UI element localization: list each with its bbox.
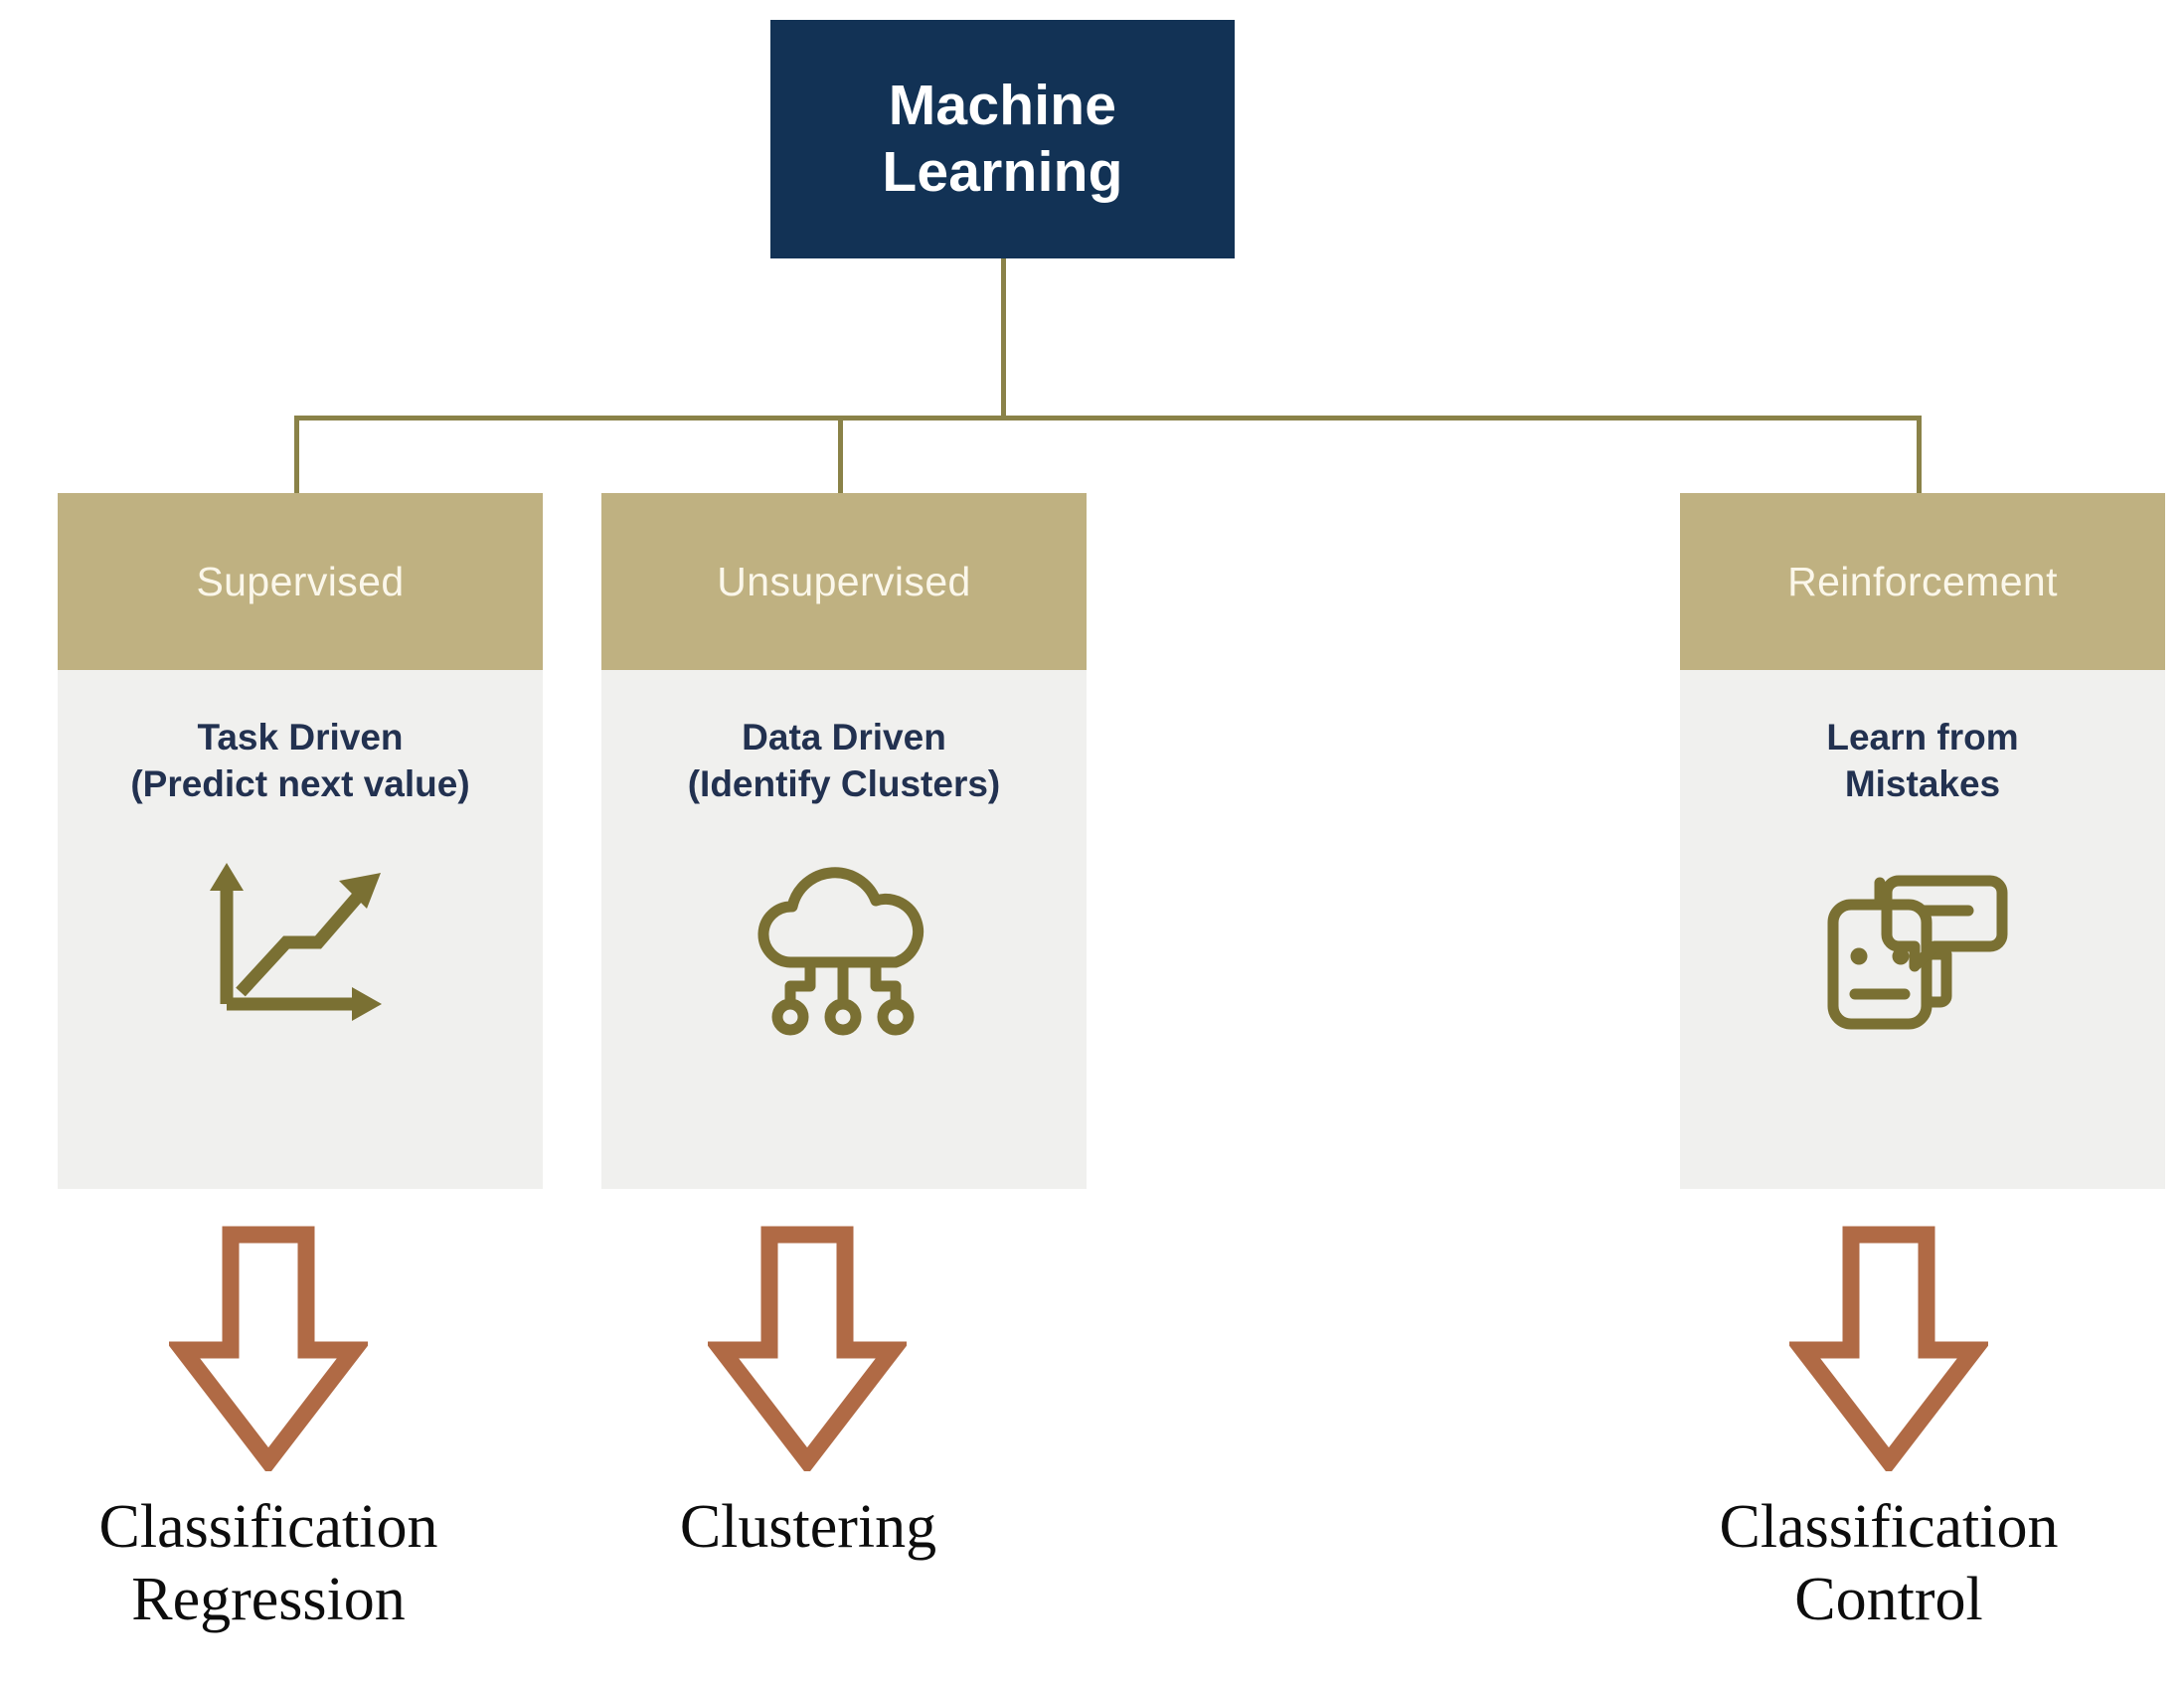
branch-header-supervised: Supervised	[58, 493, 543, 670]
down-arrow-icon-supervised	[169, 1225, 368, 1471]
branch-card-supervised: Supervised Task Driven (Predict next val…	[58, 493, 543, 1189]
branch-header-label: Supervised	[196, 558, 405, 604]
branch-header-label: Reinforcement	[1787, 558, 2058, 604]
connector-horizontal-bus	[294, 416, 1922, 421]
branch-header-reinforcement: Reinforcement	[1680, 493, 2165, 670]
branch-card-reinforcement: Reinforcement Learn from Mistakes	[1680, 493, 2165, 1189]
branch-card-unsupervised: Unsupervised Data Driven (Identify Clust…	[601, 493, 1087, 1189]
branch-body-unsupervised: Data Driven (Identify Clusters)	[601, 670, 1087, 1189]
branch-body-reinforcement: Learn from Mistakes	[1680, 670, 2165, 1189]
connector-root-stem	[1001, 258, 1006, 420]
branch-header-unsupervised: Unsupervised	[601, 493, 1087, 670]
robot-chat-icon	[1798, 838, 2047, 1057]
connector-drop-unsupervised	[838, 416, 843, 495]
outcome-label-reinforcement: Classification Control	[1719, 1493, 2059, 1634]
branch-description: Learn from Mistakes	[1826, 717, 2019, 805]
connector-drop-supervised	[294, 416, 299, 495]
root-node-machine-learning: Machine Learning	[770, 20, 1235, 258]
down-arrow-icon-unsupervised	[708, 1225, 907, 1471]
branch-body-supervised: Task Driven (Predict next value)	[58, 670, 543, 1189]
branch-description: Data Driven (Identify Clusters)	[687, 717, 1001, 805]
branch-header-label: Unsupervised	[717, 558, 971, 604]
line-chart-icon	[176, 838, 424, 1057]
down-arrow-icon-reinforcement	[1789, 1225, 1988, 1471]
root-node-label: Machine Learning	[882, 73, 1123, 204]
cloud-network-icon	[720, 838, 968, 1057]
outcome-label-supervised: Classification Regression	[98, 1493, 438, 1634]
connector-drop-reinforcement	[1917, 416, 1922, 495]
branch-description: Task Driven (Predict next value)	[130, 717, 470, 805]
outcome-label-unsupervised: Clustering	[679, 1493, 937, 1561]
